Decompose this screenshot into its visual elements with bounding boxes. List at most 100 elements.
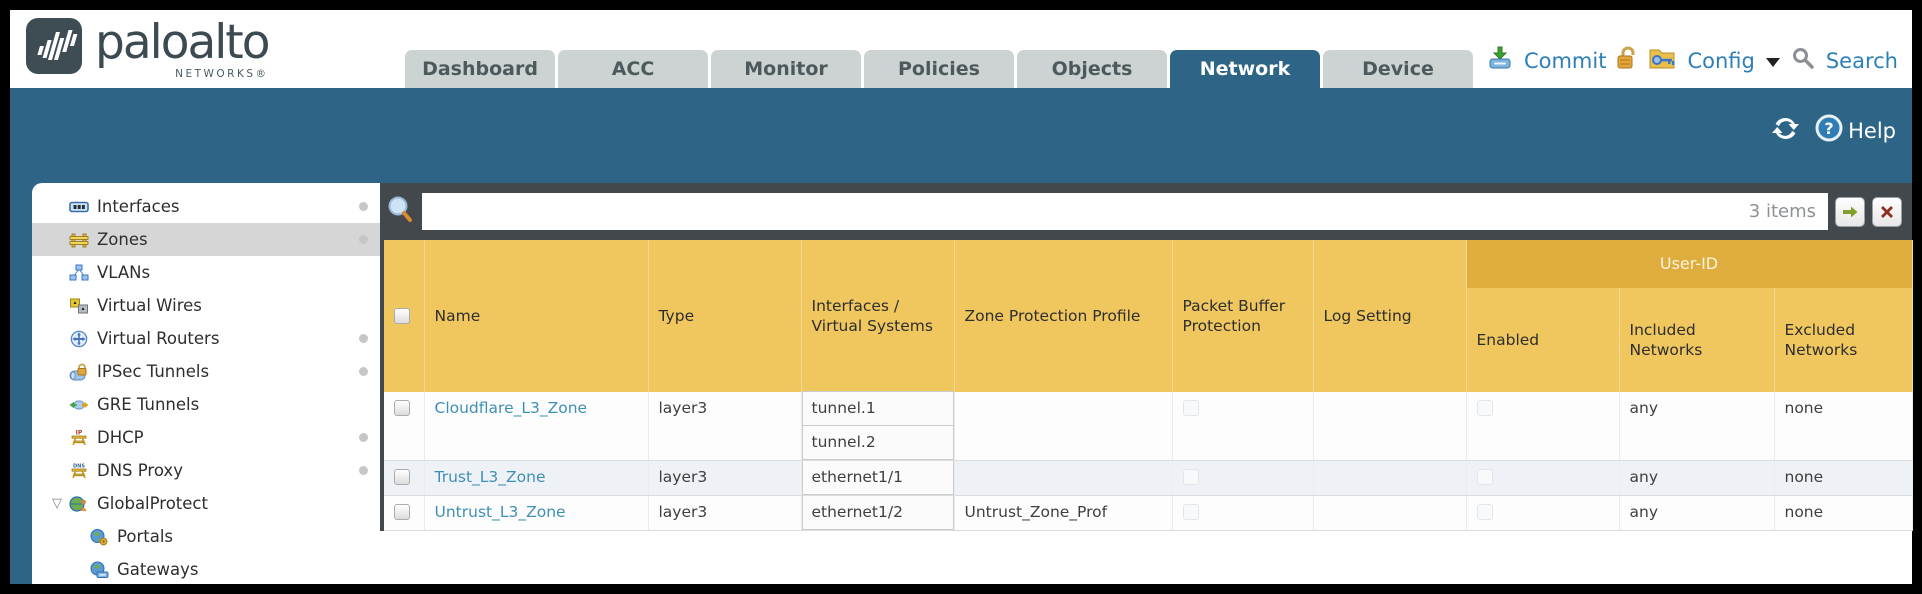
sidebar-item-virtual-routers[interactable]: Virtual Routers	[32, 322, 380, 355]
select-all-header-cell	[384, 240, 425, 392]
sidebar-item-label: Gateways	[117, 560, 199, 579]
gateways-icon	[88, 560, 110, 580]
status-dot	[359, 367, 368, 376]
sidebar-item-globalprotect[interactable]: ▽GlobalProtect	[32, 487, 380, 520]
zone-type-cell: layer3	[648, 460, 802, 496]
paloalto-logo: paloalto NETWORKS®	[26, 15, 270, 81]
brand-subtitle: NETWORKS®	[175, 68, 269, 81]
col-header-packet-buffer-protection[interactable]: Packet Buffer Protection	[1172, 240, 1314, 392]
packet-buffer-protection-cell	[1172, 392, 1314, 461]
ipsec-tunnels-icon	[68, 362, 90, 382]
tab-policies[interactable]: Policies	[864, 50, 1014, 88]
packet-buffer-protection-checkbox[interactable]	[1182, 504, 1199, 520]
sidebar-item-interfaces[interactable]: Interfaces	[32, 190, 380, 223]
col-header-interfaces-virtual-systems[interactable]: Interfaces / Virtual Systems	[801, 240, 955, 392]
commit-link[interactable]: Commit	[1523, 48, 1607, 73]
excluded-networks-cell: none	[1774, 460, 1913, 496]
col-header-name[interactable]: Name	[424, 240, 649, 392]
row-select-checkbox[interactable]	[394, 400, 410, 416]
col-header-log-setting[interactable]: Log Setting	[1313, 240, 1467, 392]
virtual-wires-icon	[68, 296, 90, 316]
col-header-enabled[interactable]: Enabled	[1466, 288, 1620, 392]
user-id-enabled-checkbox[interactable]	[1476, 400, 1493, 416]
config-dropdown-caret[interactable]	[1765, 58, 1780, 67]
status-dot	[359, 235, 368, 244]
table-empty-area	[380, 531, 1912, 584]
row-select-cell	[384, 460, 425, 496]
col-header-zone-protection-profile[interactable]: Zone Protection Profile	[954, 240, 1173, 392]
interfaces-icon	[68, 197, 90, 217]
sidebar-item-portals[interactable]: Portals	[32, 520, 380, 553]
included-networks-cell: any	[1619, 392, 1775, 461]
help-icon: ?	[1815, 114, 1843, 147]
col-header-included-networks[interactable]: Included Networks	[1619, 288, 1775, 392]
config-link[interactable]: Config	[1687, 48, 1755, 73]
sidebar-item-vlans[interactable]: VLANs	[32, 256, 380, 289]
apply-filter-button[interactable]	[1835, 196, 1865, 227]
packet-buffer-protection-cell	[1172, 495, 1314, 531]
zone-name-link[interactable]: Cloudflare_L3_Zone	[434, 399, 588, 417]
virtual-routers-icon	[68, 329, 90, 349]
col-header-type[interactable]: Type	[648, 240, 802, 392]
svg-text:DNS: DNS	[73, 463, 85, 469]
sidebar-item-virtual-wires[interactable]: Virtual Wires	[32, 289, 380, 322]
zones-icon	[68, 230, 90, 250]
quick-links: Commit	[1487, 45, 1898, 76]
search-link[interactable]: Search	[1825, 48, 1898, 73]
sidebar-item-zones[interactable]: Zones	[32, 223, 380, 256]
filter-input-wrap: 3 items	[422, 193, 1828, 230]
zones-main-panel: 3 items	[380, 183, 1913, 584]
zone-name-cell: Trust_L3_Zone	[424, 460, 649, 496]
row-select-checkbox[interactable]	[394, 504, 410, 520]
packet-buffer-protection-cell	[1172, 460, 1314, 496]
sidebar-item-label: VLANs	[97, 263, 151, 282]
sidebar-item-gateways[interactable]: Gateways	[32, 553, 380, 584]
select-all-checkbox[interactable]	[394, 308, 410, 324]
expander-triangle-icon[interactable]: ▽	[52, 496, 62, 511]
globalprotect-icon	[68, 494, 90, 514]
user-id-enabled-checkbox[interactable]	[1476, 504, 1493, 520]
tab-objects[interactable]: Objects	[1017, 50, 1167, 88]
zone-type-cell: layer3	[648, 495, 802, 531]
tab-acc[interactable]: ACC	[558, 50, 708, 88]
tab-network[interactable]: Network	[1170, 50, 1320, 88]
sidebar-item-ipsec-tunnels[interactable]: IPSec Tunnels	[32, 355, 380, 388]
tab-device[interactable]: Device	[1323, 50, 1473, 88]
row-select-checkbox[interactable]	[394, 469, 410, 485]
clear-filter-button[interactable]	[1872, 196, 1902, 227]
tab-monitor[interactable]: Monitor	[711, 50, 861, 88]
log-setting-cell	[1313, 392, 1467, 461]
zone-interfaces-cell: ethernet1/2	[801, 495, 955, 531]
sidebar-item-gre-tunnels[interactable]: GRE Tunnels	[32, 388, 380, 421]
svg-text:IP: IP	[76, 429, 83, 436]
help-link[interactable]: ? Help	[1815, 114, 1896, 147]
interface-item: ethernet1/1	[801, 460, 954, 495]
tab-dashboard[interactable]: Dashboard	[405, 50, 555, 88]
zone-name-link[interactable]: Untrust_L3_Zone	[434, 503, 566, 521]
search-icon	[1791, 46, 1815, 75]
excluded-networks-cell: none	[1774, 495, 1913, 531]
brand-name: paloalto	[95, 15, 270, 70]
col-header-excluded-networks[interactable]: Excluded Networks	[1774, 288, 1913, 392]
user-id-enabled-cell	[1466, 460, 1620, 496]
refresh-icon[interactable]	[1772, 115, 1800, 147]
zone-name-link[interactable]: Trust_L3_Zone	[434, 468, 546, 486]
packet-buffer-protection-checkbox[interactable]	[1182, 469, 1199, 485]
vlans-icon	[68, 263, 90, 283]
lock-icon	[1615, 45, 1639, 76]
user-id-enabled-checkbox[interactable]	[1476, 469, 1493, 485]
zones-filter-input[interactable]	[422, 193, 1749, 230]
packet-buffer-protection-checkbox[interactable]	[1182, 400, 1199, 416]
sidebar-item-label: Interfaces	[97, 197, 180, 216]
excluded-networks-cell: none	[1774, 392, 1913, 461]
col-group-header-user-id: User-ID	[1466, 240, 1913, 288]
